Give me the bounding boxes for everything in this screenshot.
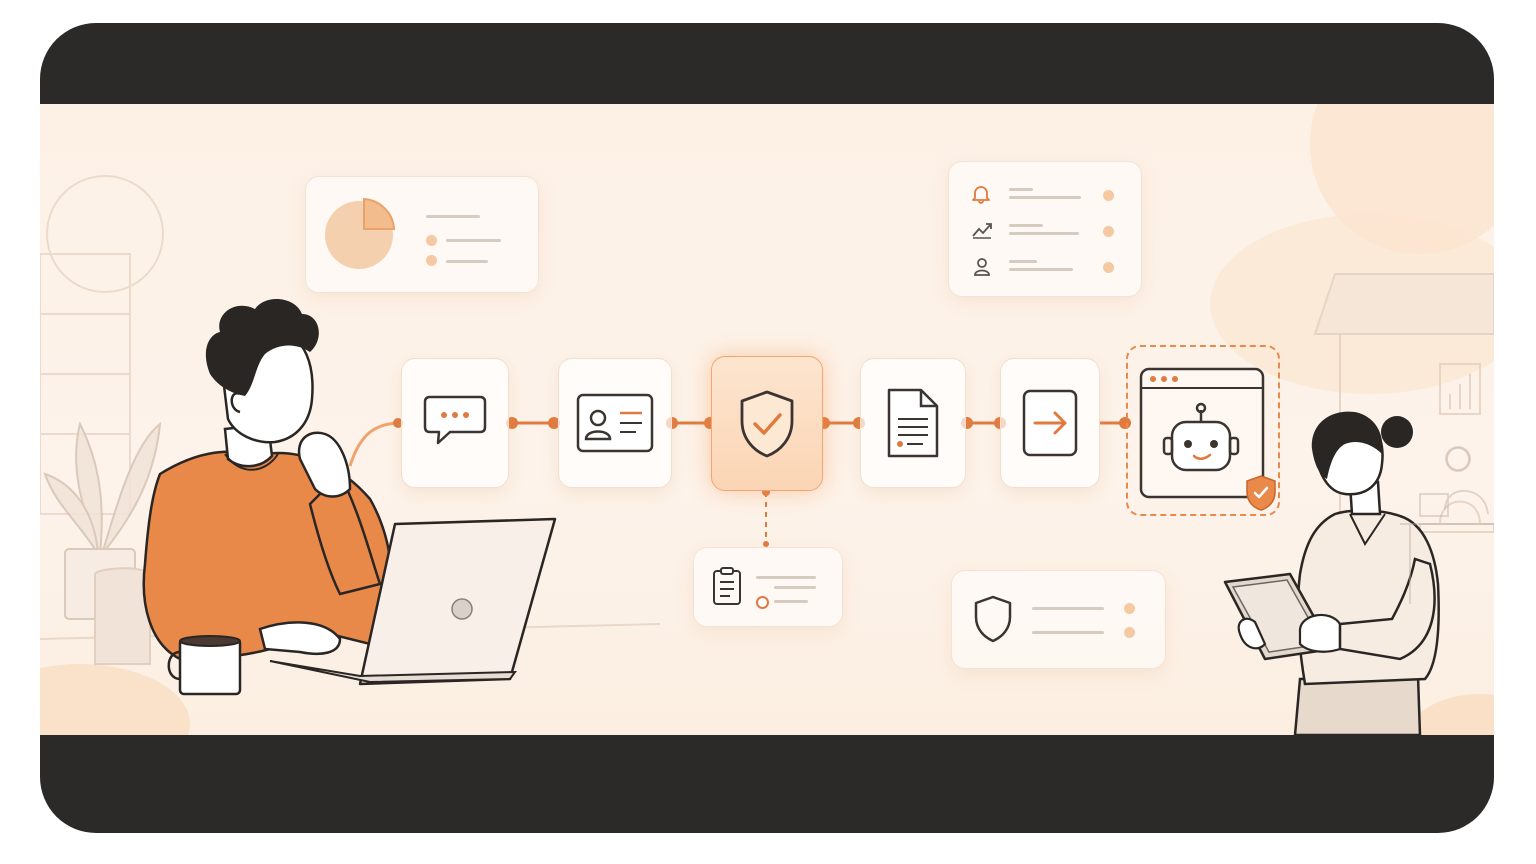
illustration-stage	[40, 104, 1494, 735]
clipboard-icon	[713, 567, 741, 605]
notification-card	[948, 161, 1142, 297]
document-icon	[887, 388, 939, 458]
illustration-frame	[40, 23, 1494, 833]
background-decor	[40, 104, 1494, 735]
step-ai-agent[interactable]	[1126, 345, 1280, 516]
person-with-laptop	[142, 298, 557, 696]
chat-bubble-icon	[423, 395, 487, 445]
verified-badge-icon	[1246, 475, 1276, 511]
shield-icon	[974, 595, 1012, 643]
id-card-icon	[576, 393, 654, 453]
arrow-right-icon	[1022, 389, 1078, 457]
trend-up-icon	[972, 223, 992, 239]
security-card	[951, 570, 1166, 669]
person-with-tablet	[1223, 411, 1494, 735]
bell-icon	[972, 186, 990, 204]
pie-chart-icon	[325, 197, 396, 269]
shield-check-icon	[740, 390, 794, 457]
checklist-card	[693, 547, 843, 627]
analytics-card	[305, 176, 539, 293]
robot-window-icon	[1139, 367, 1265, 499]
step-id-card[interactable]	[558, 358, 672, 488]
step-security-check[interactable]	[711, 356, 823, 491]
step-chat[interactable]	[401, 358, 509, 488]
user-icon	[974, 258, 990, 276]
step-document[interactable]	[860, 358, 966, 488]
step-next[interactable]	[1000, 358, 1100, 488]
